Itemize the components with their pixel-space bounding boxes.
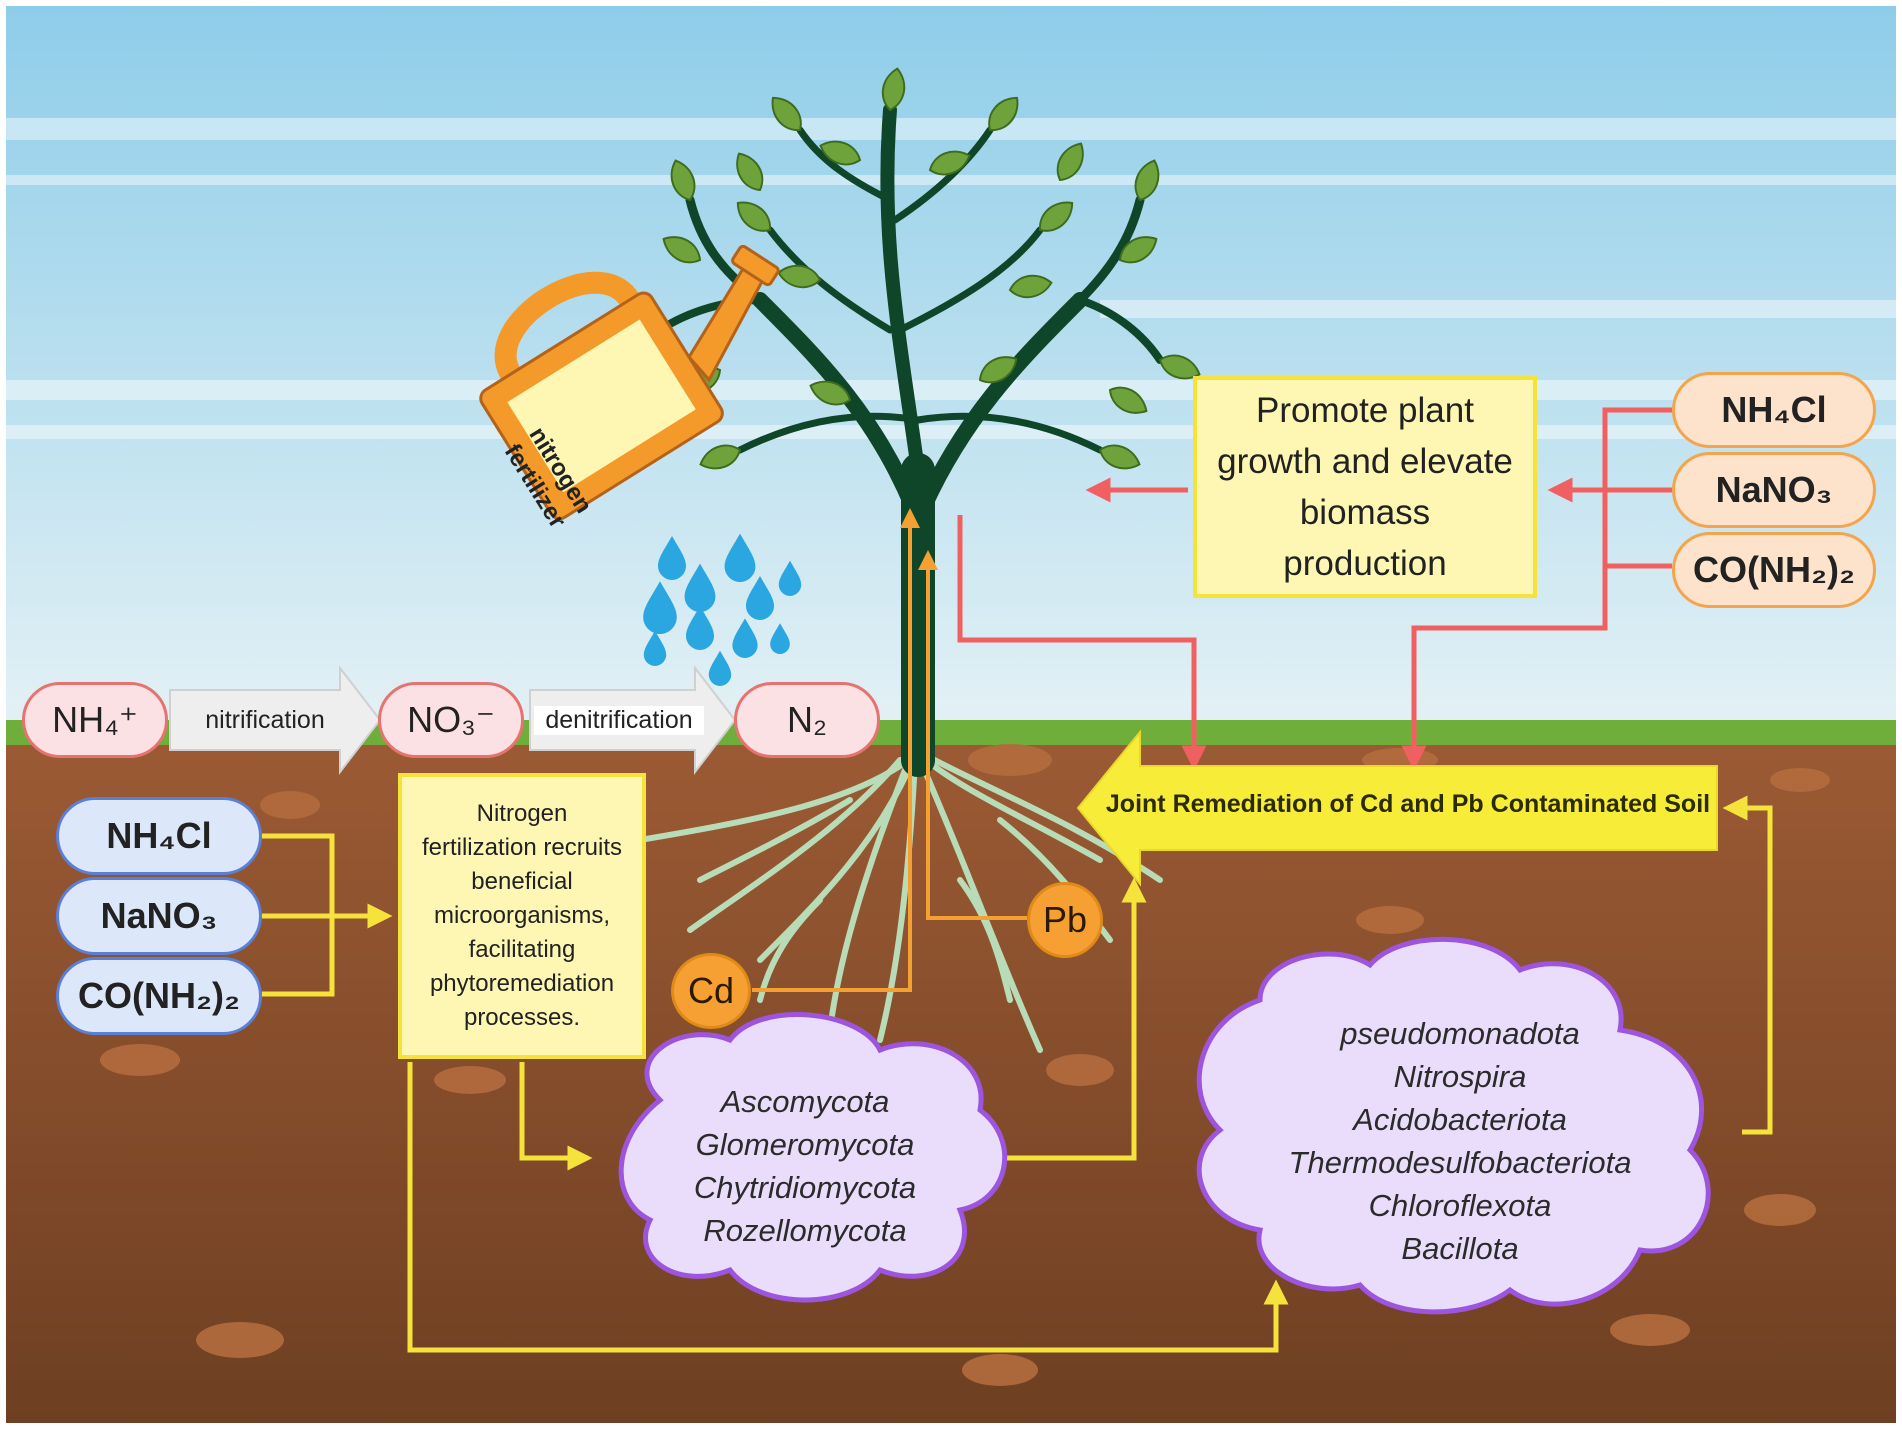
pb-badge: Pb	[1027, 882, 1103, 958]
nitrification-arrow	[169, 665, 382, 775]
growth-line: Promote plant	[1256, 391, 1474, 430]
tree-roots	[637, 752, 1163, 1053]
fungi-list: Ascomycota Glomeromycota Chytridiomycota…	[640, 1080, 970, 1252]
metal-uptake-lines	[752, 508, 1027, 992]
watering-can-icon	[479, 244, 780, 521]
cd-label: Cd	[687, 970, 735, 1011]
fungi-cloud	[618, 1012, 1008, 1303]
bacteria-item: pseudomonadota	[1340, 1016, 1580, 1051]
nitrogen-gas-label: N₂	[787, 699, 827, 740]
nitrification-label: nitrification	[205, 706, 325, 734]
left-fertilizer-urea-label: CO(NH₂)₂	[78, 975, 240, 1016]
sky	[6, 6, 1896, 732]
left-fertilizer-nh4cl-label: NH₄Cl	[106, 815, 212, 856]
fungi-item: Ascomycota	[720, 1084, 890, 1119]
right-fertilizer-connector	[1401, 407, 1672, 771]
fungi-item: Glomeromycota	[695, 1127, 915, 1162]
ammonium-label: NH₄⁺	[52, 699, 138, 740]
growth-line: biomass	[1299, 493, 1431, 532]
fungi-item: Rozellomycota	[703, 1213, 907, 1248]
recruit-box: Nitrogen fertilization recruits benefici…	[398, 773, 646, 1059]
right-fertilizer-nh4cl: NH₄Cl	[1672, 372, 1876, 448]
cd-badge: Cd	[671, 953, 751, 1029]
growth-line: production	[1283, 544, 1447, 583]
yellow-connectors	[407, 795, 1773, 1353]
bacteria-item: Nitrospira	[1393, 1059, 1527, 1094]
recruit-line: microorganisms,	[433, 902, 611, 929]
nitrogen-gas-pill: N₂	[734, 682, 880, 758]
left-fertilizer-nano3: NaNO₃	[56, 877, 262, 955]
remediation-label: Joint Remediation of Cd and Pb Contamina…	[1105, 790, 1711, 818]
nitrate-pill: NO₃⁻	[378, 682, 524, 758]
right-fertilizer-urea: CO(NH₂)₂	[1672, 532, 1876, 608]
recruit-line: fertilization recruits	[421, 834, 623, 861]
growth-box: Promote plant growth and elevate biomass…	[1193, 376, 1537, 598]
recruit-line: processes.	[463, 1004, 581, 1031]
ammonium-pill: NH₄⁺	[22, 682, 168, 758]
recruit-line: phytoremediation	[429, 970, 615, 997]
tree-to-remediation-arrow	[957, 515, 1207, 771]
left-fertilizer-urea: CO(NH₂)₂	[56, 957, 262, 1035]
growth-line: growth and elevate	[1217, 442, 1513, 481]
bacteria-item: Thermodesulfobacteriota	[1288, 1145, 1632, 1180]
bacteria-list: pseudomonadota Nitrospira Acidobacteriot…	[1250, 1012, 1670, 1270]
bacteria-item: Bacillota	[1401, 1231, 1519, 1266]
right-fertilizer-urea-label: CO(NH₂)₂	[1693, 549, 1855, 590]
left-fertilizer-connector	[262, 833, 393, 997]
nitrate-label: NO₃⁻	[407, 699, 495, 740]
recruit-line: Nitrogen	[476, 800, 568, 827]
right-fertilizer-nano3: NaNO₃	[1672, 452, 1876, 528]
denitrification-label: denitrification	[534, 706, 704, 735]
bacteria-item: Acidobacteriota	[1353, 1102, 1567, 1137]
recruit-line: facilitating	[468, 936, 576, 963]
recruit-line: beneficial	[471, 868, 573, 895]
left-fertilizer-nh4cl: NH₄Cl	[56, 797, 262, 875]
left-fertilizer-nano3-label: NaNO₃	[100, 895, 218, 936]
pb-label: Pb	[1042, 899, 1088, 940]
bacteria-cloud	[1196, 936, 1711, 1315]
remediation-arrow	[1076, 729, 1718, 887]
right-fertilizer-nano3-label: NaNO₃	[1715, 469, 1833, 510]
bacteria-item: Chloroflexota	[1368, 1188, 1552, 1223]
right-fertilizer-nh4cl-label: NH₄Cl	[1721, 389, 1827, 430]
fungi-item: Chytridiomycota	[693, 1170, 917, 1205]
